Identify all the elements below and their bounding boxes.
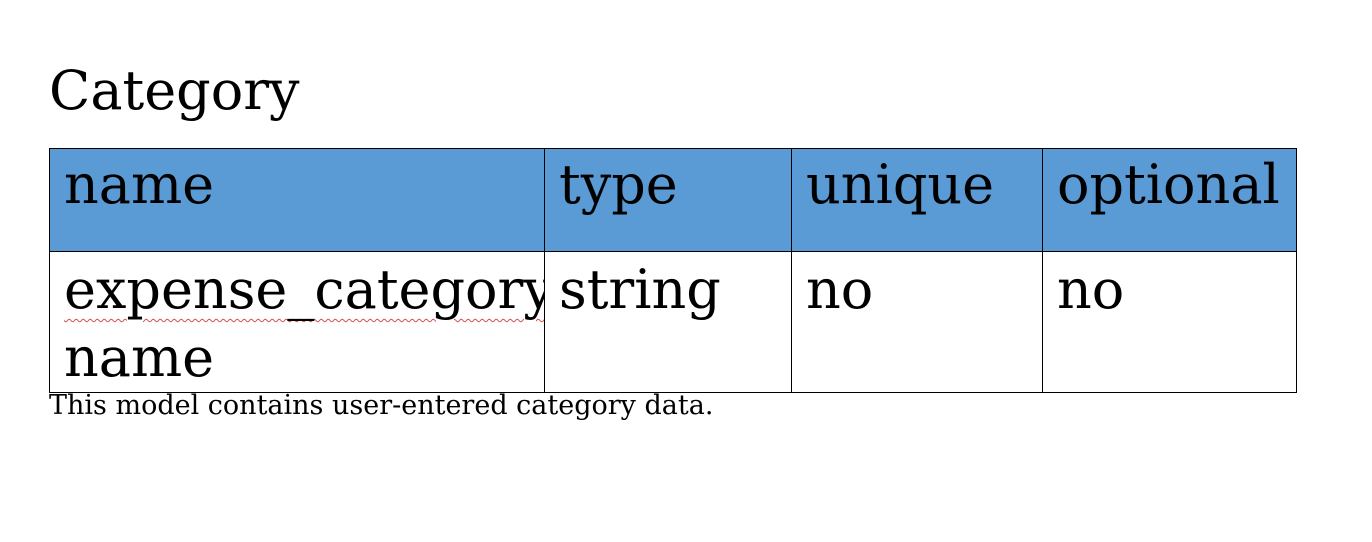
cell-type[interactable]: string: [544, 251, 792, 393]
header-unique: unique: [791, 148, 1043, 252]
field-name-line1: expense_category: [64, 258, 545, 321]
model-fields-table: name type unique optional expense_catego…: [49, 148, 1297, 393]
cell-name[interactable]: expense_category name: [49, 251, 545, 393]
table-header-row: name type unique optional: [49, 148, 1297, 252]
model-description: This model contains user-entered categor…: [49, 390, 714, 421]
cell-optional[interactable]: no: [1042, 251, 1297, 393]
header-optional: optional: [1042, 148, 1297, 252]
table-row: expense_category name string no no: [49, 251, 1297, 393]
header-type: type: [544, 148, 792, 252]
model-title: Category: [49, 59, 300, 122]
header-name: name: [49, 148, 545, 252]
cell-unique[interactable]: no: [791, 251, 1043, 393]
field-name-line2: name: [64, 326, 215, 389]
